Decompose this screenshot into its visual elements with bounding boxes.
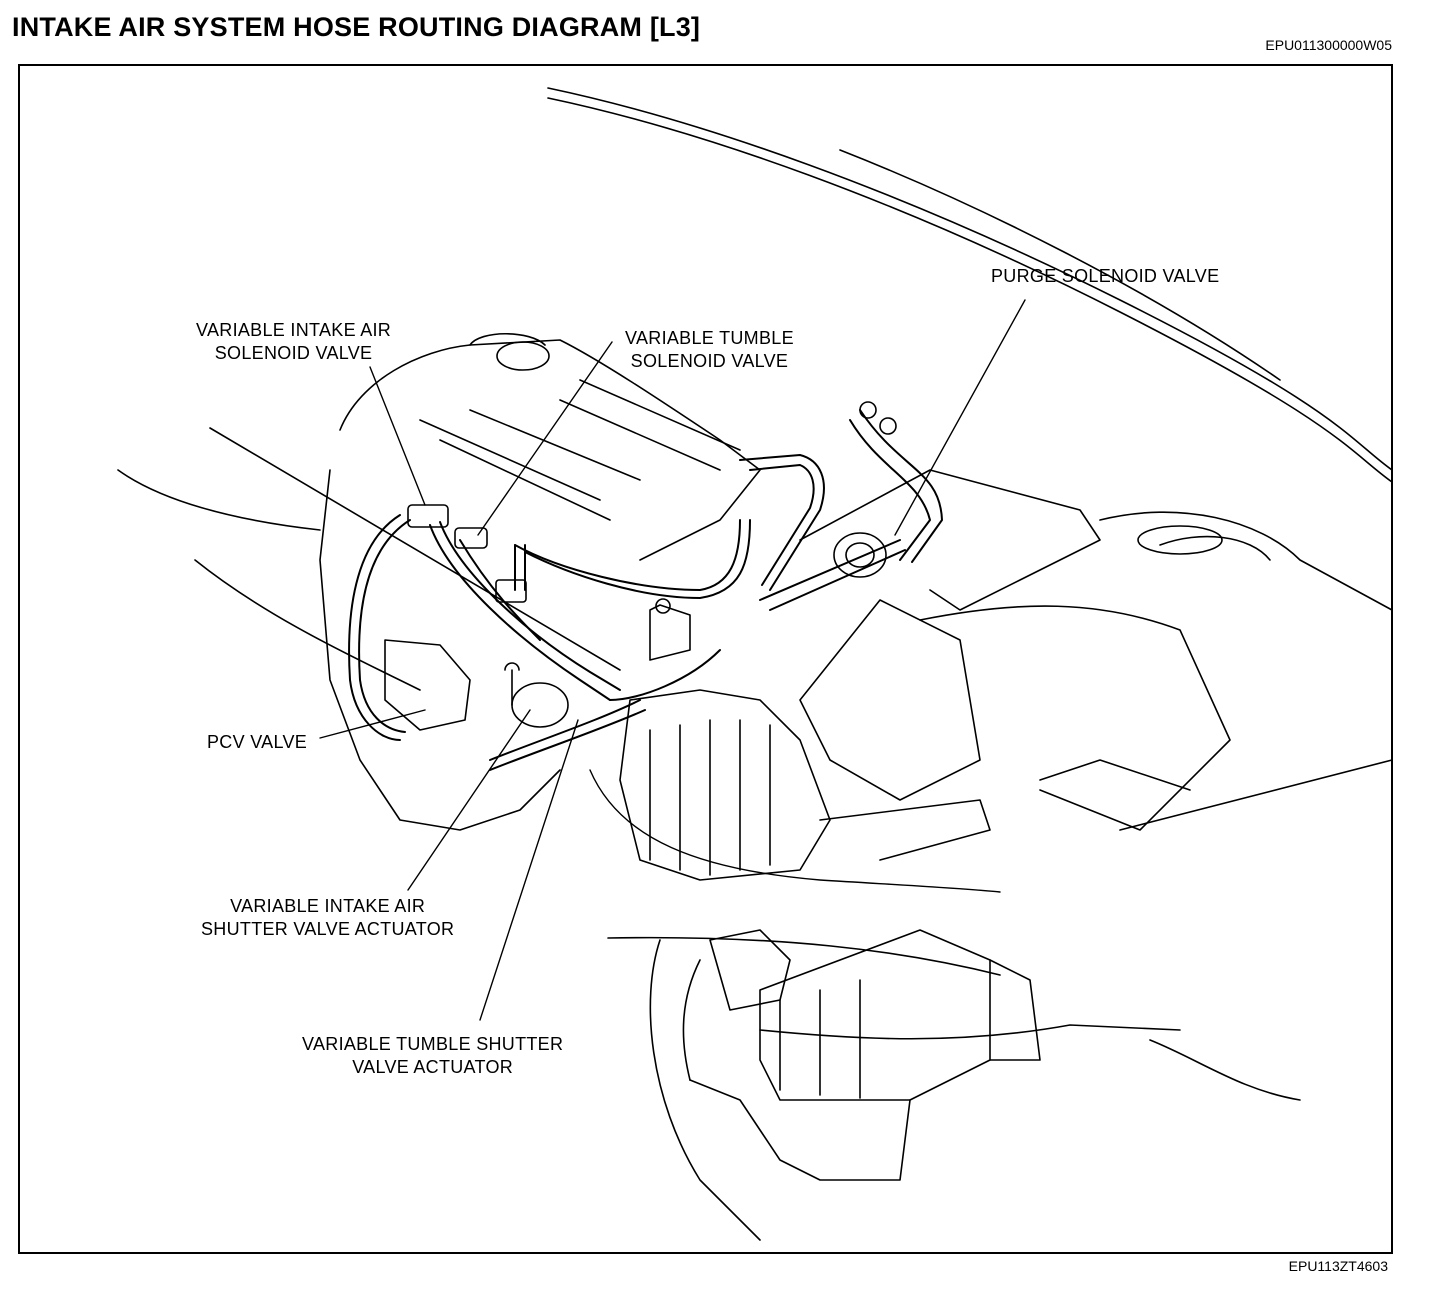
diagram-frame — [18, 64, 1393, 1254]
valves — [384, 401, 897, 731]
callout-variable-tumble-solenoid-valve: VARIABLE TUMBLE SOLENOID VALVE — [625, 328, 794, 371]
callout-variable-tumble-shutter-valve-actuator: VARIABLE TUMBLE SHUTTER VALVE ACTUATOR — [302, 1034, 564, 1077]
figure-code: EPU113ZT4603 — [1288, 1258, 1388, 1274]
air-cleaner — [619, 469, 1393, 881]
callout-pcv-valve: PCV VALVE — [207, 732, 308, 752]
document-code: EPU011300000W05 — [1265, 37, 1392, 53]
callout-variable-intake-air-shutter-valve-actuator: VARIABLE INTAKE AIR SHUTTER VALVE ACTUAT… — [201, 896, 455, 939]
callout-purge-solenoid-valve: PURGE SOLENOID VALVE — [991, 266, 1220, 286]
page-title: INTAKE AIR SYSTEM HOSE ROUTING DIAGRAM [… — [12, 12, 701, 42]
hood-edge-lines — [547, 87, 1393, 611]
resonator-box — [607, 929, 1301, 1241]
vacuum-hoses — [348, 409, 943, 771]
engine-block — [117, 332, 761, 831]
callout-variable-intake-air-solenoid-valve: VARIABLE INTAKE AIR SOLENOID VALVE — [196, 320, 392, 363]
leader-lines — [319, 299, 1026, 1021]
